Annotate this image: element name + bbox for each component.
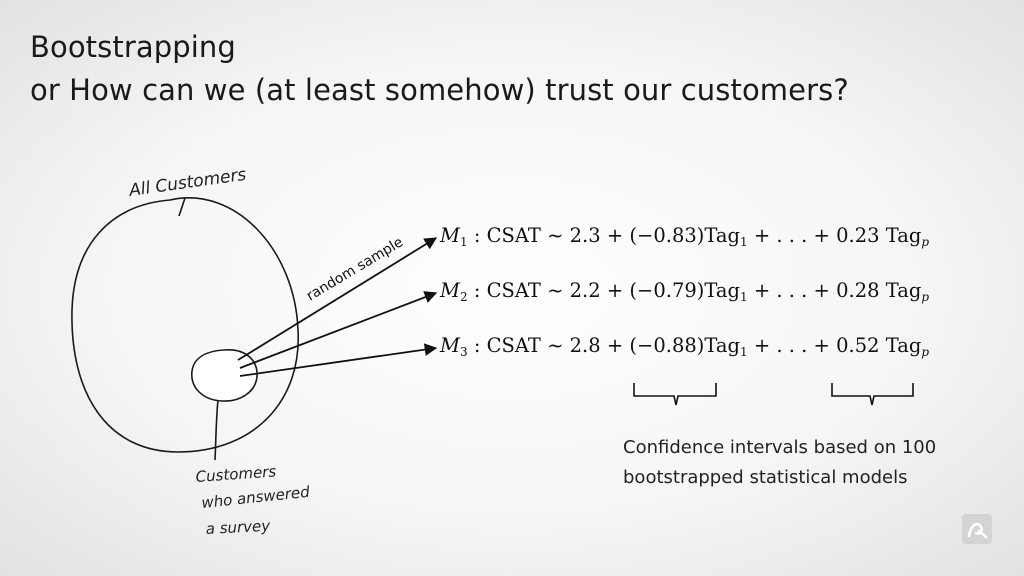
respondents-label-line-2: who answered [201, 483, 311, 512]
outer-label-pointer [178, 197, 186, 217]
note-line-2: bootstrapped statistical models [623, 467, 908, 488]
coef1-brace [633, 383, 717, 406]
all-customers-label: All Customers [127, 165, 248, 201]
respondents-label-line-1: Customers [195, 462, 277, 486]
model-equation-3: M3 : CSAT ~ 2.8 + (−0.88)Tag1 + . . . + … [440, 334, 930, 359]
inner-label-pointer [214, 399, 219, 461]
all-customers-circle [71, 197, 299, 453]
sample-arrow-1 [237, 237, 438, 361]
note-line-1: Confidence intervals based on 100 [623, 437, 937, 458]
model-equation-2: M2 : CSAT ~ 2.2 + (−0.79)Tag1 + . . . + … [440, 279, 930, 304]
sample-arrow-2 [239, 291, 438, 369]
model-equation-1: M1 : CSAT ~ 2.3 + (−0.83)Tag1 + . . . + … [440, 224, 930, 249]
brand-logo-icon [962, 514, 992, 544]
arrow-label: random sample [304, 234, 406, 304]
confidence-interval-note: Confidence intervals based on 100 bootst… [623, 433, 936, 493]
coefp-brace [831, 383, 914, 406]
title-line-1: Bootstrapping [30, 30, 236, 64]
respondents-label-line-3: a survey [205, 517, 271, 538]
slide-title: Bootstrapping or How can we (at least so… [30, 26, 849, 112]
sample-arrow-3 [239, 343, 438, 377]
title-line-2: or How can we (at least somehow) trust o… [30, 73, 849, 107]
